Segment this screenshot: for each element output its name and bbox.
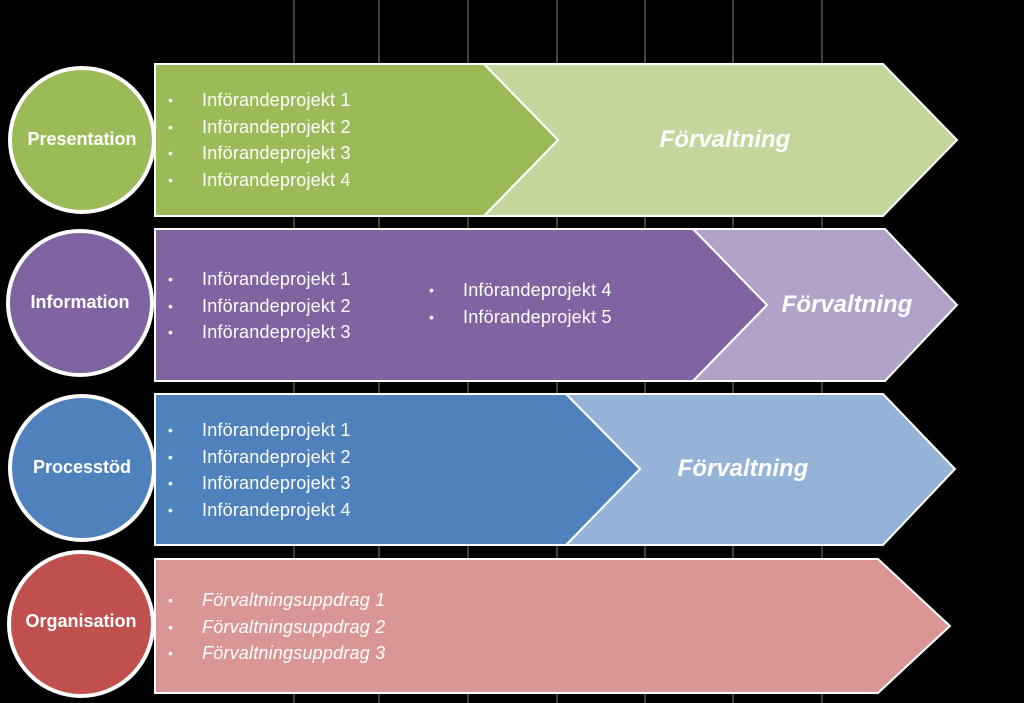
- list-item: Införandeprojekt 2: [156, 114, 351, 141]
- list-item: Införandeprojekt 1: [156, 87, 351, 114]
- list-item: Förvaltningsuppdrag 1: [156, 587, 385, 614]
- row-label-information: Information: [30, 292, 130, 312]
- list-item: Införandeprojekt 3: [156, 470, 351, 497]
- project-list: Införandeprojekt 1 Införandeprojekt 2 In…: [156, 87, 351, 193]
- list-item: Införandeprojekt 4: [156, 167, 351, 194]
- list-item: Införandeprojekt 1: [156, 266, 351, 293]
- list-item: Införandeprojekt 5: [417, 304, 612, 331]
- row-circle: [7, 550, 155, 698]
- list-item: Införandeprojekt 4: [156, 497, 351, 524]
- list-item: Införandeprojekt 1: [156, 417, 351, 444]
- list-item: Förvaltningsuppdrag 3: [156, 640, 385, 667]
- list-item: Införandeprojekt 4: [417, 277, 612, 304]
- mandate-list: Förvaltningsuppdrag 1 Förvaltningsuppdra…: [156, 587, 385, 667]
- row-label-processtod: Processtöd: [32, 457, 132, 477]
- row-label-organisation: Organisation: [25, 611, 137, 631]
- row-circle: [8, 394, 156, 542]
- project-list: Införandeprojekt 1 Införandeprojekt 2 In…: [156, 417, 351, 523]
- phase-label: Förvaltning: [781, 291, 913, 318]
- row-circle: [8, 66, 156, 214]
- row-circle: [6, 229, 154, 377]
- project-list-secondary: Införandeprojekt 4 Införandeprojekt 5: [417, 277, 612, 330]
- project-list: Införandeprojekt 1 Införandeprojekt 2 In…: [156, 266, 351, 346]
- list-item: Införandeprojekt 2: [156, 293, 351, 320]
- phase-label: Förvaltning: [659, 126, 791, 153]
- phase-label: Förvaltning: [677, 455, 809, 482]
- list-item: Införandeprojekt 3: [156, 140, 351, 167]
- list-item: Införandeprojekt 3: [156, 319, 351, 346]
- row-label-presentation: Presentation: [27, 129, 137, 149]
- list-item: Förvaltningsuppdrag 2: [156, 614, 385, 641]
- list-item: Införandeprojekt 2: [156, 444, 351, 471]
